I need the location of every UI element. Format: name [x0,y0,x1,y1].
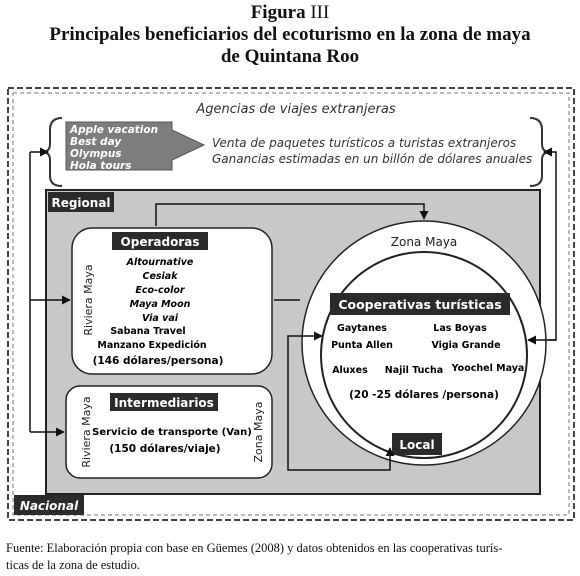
intermediarios-title: Intermediarios [114,396,214,410]
nacional-inner-frame [12,92,570,516]
coop-name: Las Boyas [433,323,487,334]
agency-arrow-box [65,121,206,171]
arrow-circle-to-right-brace [543,147,557,341]
operadoras-price: (146 dólares/persona) [93,355,224,367]
operator-name: Maya Moon [130,299,191,310]
nacional-frame [7,87,575,521]
agency-name: Best day [70,136,122,148]
nacional-label: Nacional [20,499,79,513]
coop-name: Gaytanes [337,323,387,334]
intermediarios-price: (150 dólares/viaje) [109,443,220,455]
coop-price: (20 -25 dólares /persona) [349,389,499,401]
operator-name: Manzano Expedición [97,340,206,351]
operadoras-title-box [112,232,208,250]
coop-name: Aluxes [332,365,368,376]
local-label: Local [399,438,434,452]
operator-name: Altournative [126,257,194,268]
figure-title-line2: de Quintana Roo [220,46,360,67]
operator-name: Sabana Travel [110,326,185,337]
agency-name: Olympus [70,148,122,160]
zona-maya-inner-circle [320,251,528,459]
figure-title: Principales beneficiarios del ecoturismo… [49,24,531,45]
agency-name: Apple vacation [69,124,158,136]
coop-name: Vigia Grande [431,340,500,351]
intermediarios-left-label: Riviera Maya [80,396,93,467]
intermediarios-right-label: Zona Maya [252,402,265,463]
intermediarios-title-box [110,393,218,411]
figure-source: Fuente: Elaboración propia con base en G… [6,541,503,572]
operator-name: Eco-color [135,285,186,296]
operadoras-title: Operadoras [121,235,200,249]
foreign-header: Agencias de viajes extranjeras [195,102,395,117]
regional-label-box [48,192,114,212]
coop-title-box [330,293,510,315]
operadoras-side-label: Riviera Maya [82,264,95,335]
coop-title: Cooperativas turísticas [338,297,501,312]
agency-name: Hola tours [70,160,131,172]
arrow-operadoras-to-zona-maya [155,203,429,226]
coop-name: Yoochel Maya [451,363,525,374]
figure-title-number: Figura III [250,2,330,23]
coop-name: Najil Tucha [385,365,443,376]
regional-label: Regional [51,196,110,210]
foreign-desc-2: Ganancias estimadas en un billón de dóla… [212,152,532,166]
local-label-box [392,433,442,455]
operadoras-box [71,227,273,375]
arrow-circle-to-intermediarios [287,331,395,471]
operator-name: Via vai [142,313,179,324]
operator-name: Cesiak [142,271,178,282]
zona-maya-label: Zona Maya [391,235,458,249]
coop-name: Punta Allen [331,340,393,351]
foreign-desc-1: Venta de paquetes turísticos a turistas … [212,136,516,150]
nacional-label-box [14,495,84,515]
intermediarios-service: Servicio de transporte (Van) [92,427,252,438]
